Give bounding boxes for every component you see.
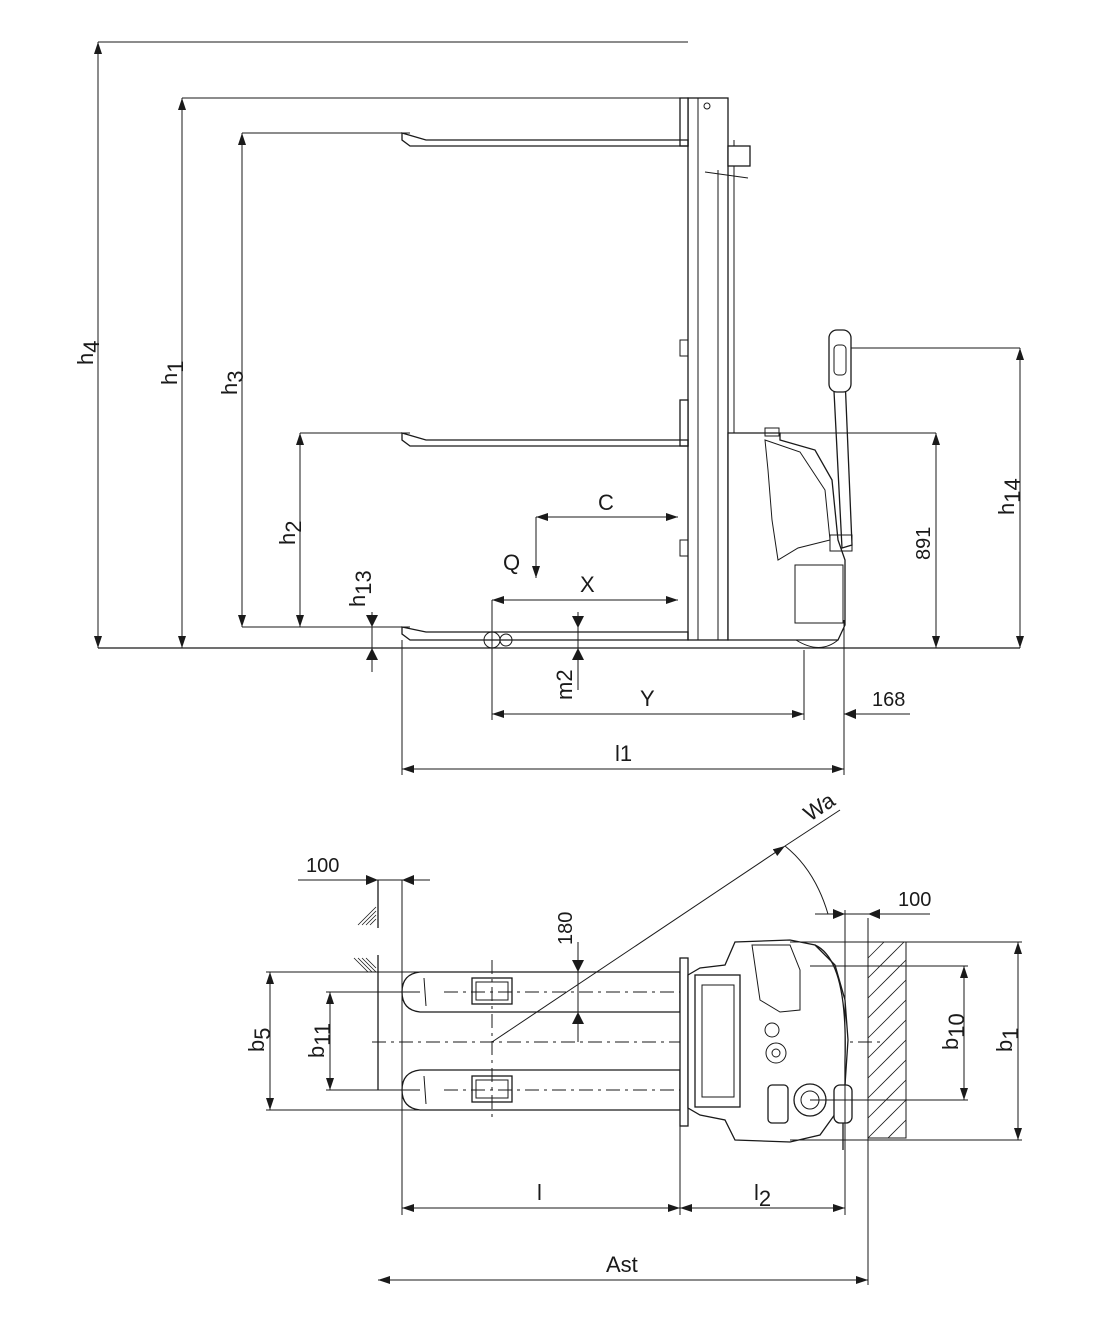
hatch-right xyxy=(867,941,907,1139)
dim-100-left-label: 100 xyxy=(306,855,339,877)
hatch-left-top xyxy=(357,906,377,926)
display-slot xyxy=(767,1084,789,1124)
h14-label: h14 xyxy=(994,478,1025,515)
control-button-1 xyxy=(764,1022,780,1038)
cover-top xyxy=(751,944,801,1013)
mast-small-stop-3 xyxy=(679,539,689,557)
control-button-2 xyxy=(765,1042,787,1064)
h2-label: h2 xyxy=(275,521,306,546)
fork-mid xyxy=(401,432,689,447)
cover-panel xyxy=(764,439,831,561)
dim-100-left-arrow-a xyxy=(366,875,378,885)
load-wheel-2 xyxy=(499,633,513,647)
dim-891-label: 891 xyxy=(913,527,935,560)
h1-label: h1 xyxy=(157,361,188,386)
dim-180-label: 180 xyxy=(555,912,577,945)
chain-guard xyxy=(704,171,749,179)
dim-180-arrow-down xyxy=(572,960,584,972)
ast-label: Ast xyxy=(606,1252,638,1277)
l-label: l xyxy=(537,1180,542,1205)
hatch-left-bottom xyxy=(353,957,377,973)
fork-lower-inner xyxy=(423,1075,427,1105)
tiller-pivot xyxy=(829,534,853,552)
wa-leader-line xyxy=(784,809,841,847)
dim-100-right-arrow-a xyxy=(833,909,845,919)
q-label: Q xyxy=(503,550,520,575)
fork-upper-inner xyxy=(423,977,427,1007)
dim-100-left-arrow-b xyxy=(402,875,414,885)
mast-small-stop xyxy=(679,339,689,357)
h13-arrow-down xyxy=(366,615,378,627)
tiller-grip xyxy=(833,344,847,376)
wa-arc xyxy=(784,845,829,915)
m2-arrow-up xyxy=(572,648,584,660)
drive-wheel-arc xyxy=(795,639,839,648)
carriage-top xyxy=(679,97,689,147)
mast-top-bolt xyxy=(703,102,711,110)
m2-label: m2 xyxy=(552,669,577,700)
dim-168-arrow xyxy=(844,709,856,719)
l2-label: l2 xyxy=(754,1180,771,1211)
carriage-plate xyxy=(679,957,689,1127)
dim-168-label: 168 xyxy=(872,689,905,711)
y-label: Y xyxy=(640,686,655,711)
control-button-3 xyxy=(771,1048,781,1058)
c-label: C xyxy=(598,490,614,515)
b5-label: b5 xyxy=(244,1028,275,1053)
wa-radius-line xyxy=(491,845,786,1043)
tiller-handle-top xyxy=(833,1084,853,1124)
b1-label: b1 xyxy=(992,1028,1023,1053)
mast-top-bracket xyxy=(727,145,751,167)
h13-arrow-up xyxy=(366,648,378,660)
x-label: X xyxy=(580,572,595,597)
carriage-mid xyxy=(679,399,689,447)
fork-lowered xyxy=(401,626,689,641)
fork-top xyxy=(401,132,689,147)
dim-100-right-arrow-b xyxy=(868,909,880,919)
m2-arrow-down xyxy=(572,616,584,628)
truck-body xyxy=(727,432,846,641)
side-view: h4 h1 h3 h2 h13 h14 891 C Q X m2 Y 168 l… xyxy=(73,41,1025,775)
battery-compartment xyxy=(794,564,844,624)
dim-100-right-label: 100 xyxy=(898,889,931,911)
wa-label: Wa xyxy=(799,787,840,826)
h4-label: h4 xyxy=(73,341,104,366)
h3-label: h3 xyxy=(217,371,248,396)
b11-label: b11 xyxy=(304,1023,335,1058)
pallet-hatched-area xyxy=(867,941,907,1139)
mast-outer xyxy=(687,97,729,641)
knob xyxy=(764,427,780,437)
h13-label: h13 xyxy=(345,570,376,607)
top-view: 100 xyxy=(244,787,1023,1285)
mast-inner xyxy=(701,984,735,1098)
l1-label: l1 xyxy=(615,741,632,766)
tiller-head xyxy=(828,329,852,393)
b10-label: b10 xyxy=(938,1013,969,1050)
dim-180-arrow-up xyxy=(572,1012,584,1024)
